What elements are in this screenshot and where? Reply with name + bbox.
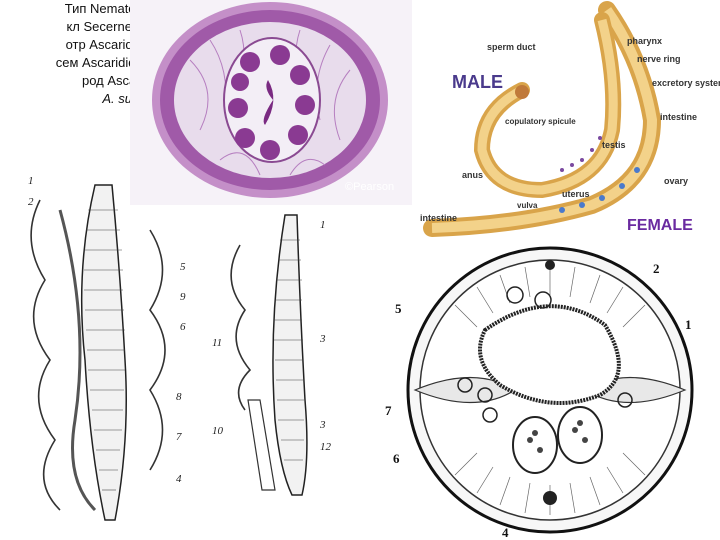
label-female: FEMALE xyxy=(627,217,693,234)
male-body-inner xyxy=(477,18,618,195)
dorsal-nerve-cord xyxy=(545,260,555,270)
left-number-1: 1 xyxy=(28,175,34,187)
label-nerve-ring: nerve ring xyxy=(637,54,681,64)
testis-cells xyxy=(560,136,602,172)
section-number-5: 5 xyxy=(395,301,402,316)
label-testis: testis xyxy=(602,140,626,150)
right-number-1: 1 xyxy=(320,219,326,231)
label-intestine-upper: intestine xyxy=(660,112,697,122)
left-number-6: 6 xyxy=(180,321,186,333)
taxonomy-phylum: Тип Nematoda xyxy=(64,1,150,16)
label-intestine-lower: intestine xyxy=(420,213,457,223)
dissection-drawings: 1 2 5 9 6 8 7 4 1 11 3 10 3 12 xyxy=(28,175,332,521)
left-number-2: 2 xyxy=(28,196,34,208)
taxonomy-block: Тип Nematoda кл Secernetea отр Ascaridid… xyxy=(0,0,150,108)
section-number-2: 2 xyxy=(653,261,660,276)
muscle-fibers xyxy=(454,265,646,515)
label-male: MALE xyxy=(452,72,503,92)
right-number-10: 10 xyxy=(212,425,224,437)
label-anus: anus xyxy=(462,170,483,180)
left-number-8: 8 xyxy=(176,391,182,403)
right-number-3b: 3 xyxy=(319,419,326,431)
label-excretory-system: excretory system xyxy=(652,78,720,88)
uterus-right xyxy=(557,406,603,464)
female-body-inner xyxy=(431,7,658,233)
label-copulatory-spicule: copulatory spicule xyxy=(505,117,576,126)
section-number-7: 7 xyxy=(385,403,392,418)
taxonomy-family: сем Ascarididae xyxy=(55,55,150,70)
label-sperm-duct: sperm duct xyxy=(487,42,536,52)
ovary-eggs xyxy=(559,167,640,213)
left-number-5: 5 xyxy=(180,261,186,273)
left-number-9: 9 xyxy=(180,291,186,303)
taxonomy-order: отр Ascaridida xyxy=(65,37,150,52)
right-number-11: 11 xyxy=(212,337,222,349)
taxonomy-class: кл Secernetea xyxy=(66,19,150,34)
gonad-tubes xyxy=(457,286,633,423)
cross-section-drawing: 2 5 1 7 6 4 xyxy=(385,246,694,540)
right-number-12: 12 xyxy=(320,441,332,453)
right-number-3: 3 xyxy=(319,333,326,345)
label-pharynx: pharynx xyxy=(627,36,662,46)
taxonomy-genus: род Ascaris xyxy=(82,73,150,88)
section-number-4: 4 xyxy=(502,525,509,540)
left-worm-drawing xyxy=(30,184,166,521)
taxonomy-species: A. suum xyxy=(102,91,150,106)
left-number-7: 7 xyxy=(176,431,182,443)
photo-watermark: ©Pearson xyxy=(345,181,394,193)
label-ovary: ovary xyxy=(664,176,688,186)
right-worm-drawing xyxy=(230,214,308,496)
section-number-1: 1 xyxy=(685,317,692,332)
uterus-eggs xyxy=(527,420,588,453)
ventral-nerve-cord xyxy=(543,491,557,505)
male-female-anatomy-diagram: pharynx nerve ring excretory system inte… xyxy=(420,1,720,237)
cross-section-photo: ©Pearson xyxy=(130,0,412,205)
uterus-left xyxy=(512,416,558,474)
egg-masses xyxy=(228,45,315,160)
label-vulva: vulva xyxy=(517,201,538,210)
copulatory-spicule-tip xyxy=(515,85,529,99)
left-number-4: 4 xyxy=(176,473,182,485)
section-number-6: 6 xyxy=(393,451,400,466)
intestine-tube xyxy=(478,304,621,405)
label-uterus: uterus xyxy=(562,189,590,199)
intestine-section xyxy=(263,80,274,125)
